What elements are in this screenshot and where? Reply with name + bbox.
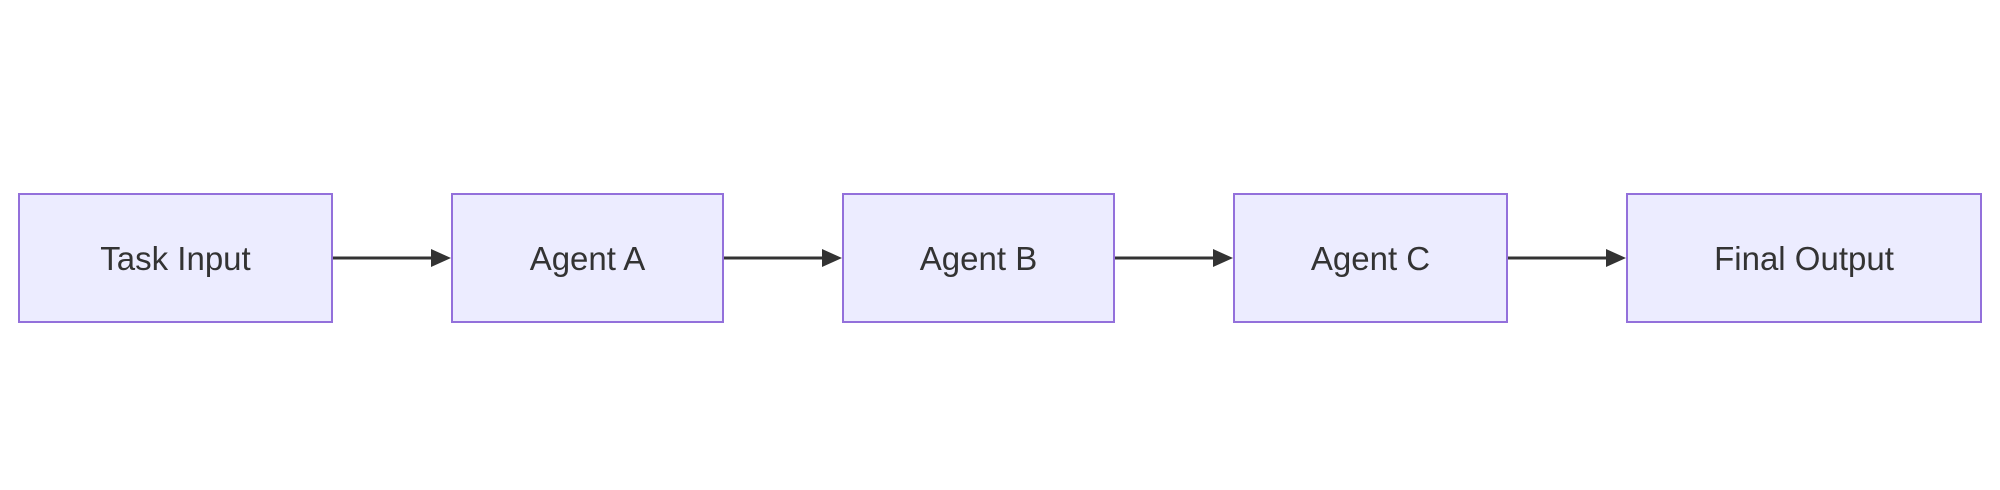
node-final-output: Final Output [1626,193,1982,323]
node-task-input-label: Task Input [100,239,251,277]
node-agent-c-label: Agent C [1310,239,1431,277]
node-agent-a-label: Agent A [529,239,646,277]
arrowhead-icon [822,249,842,267]
node-agent-b-label: Agent B [919,239,1038,277]
edge-agent-a-to-agent-b [724,193,842,323]
edge-line [724,256,826,260]
node-task-input: Task Input [18,193,333,323]
flowchart-row: Task Input Agent A Agent B Agent C [18,193,1982,323]
edge-line [333,256,435,260]
edge-agent-c-to-final-output [1508,193,1626,323]
node-agent-b: Agent B [842,193,1115,323]
edge-line [1508,256,1610,260]
edge-agent-b-to-agent-c [1115,193,1233,323]
edge-task-input-to-agent-a [333,193,451,323]
node-agent-c: Agent C [1233,193,1508,323]
arrowhead-icon [1213,249,1233,267]
edge-line [1115,256,1217,260]
arrowhead-icon [1606,249,1626,267]
arrowhead-icon [431,249,451,267]
node-final-output-label: Final Output [1714,239,1894,277]
node-agent-a: Agent A [451,193,724,323]
